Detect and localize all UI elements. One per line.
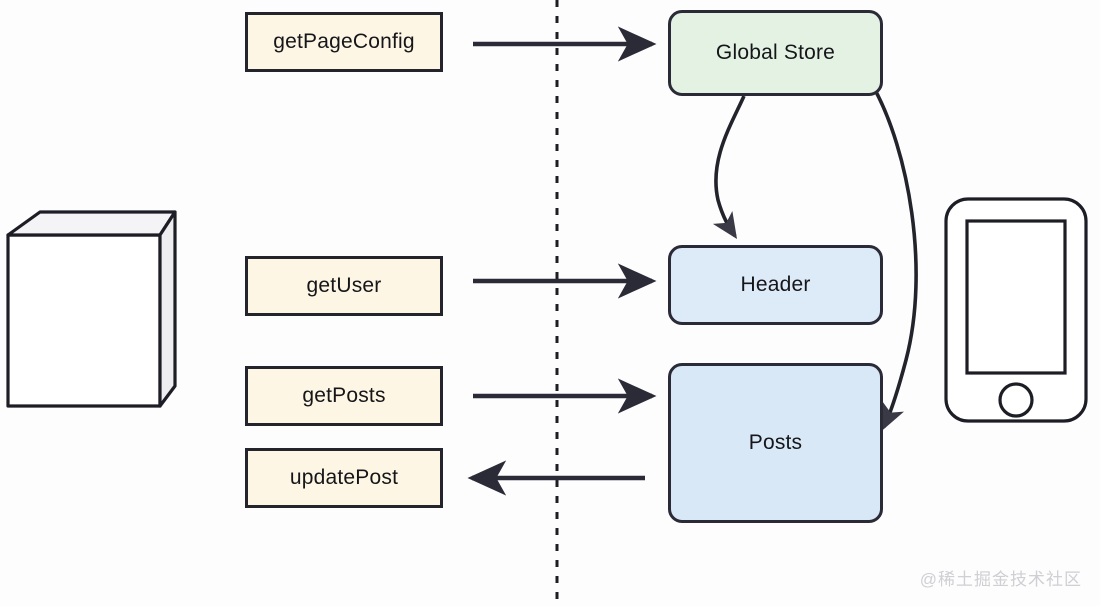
server-cube-icon	[6, 210, 177, 408]
api-box-getpageconfig[interactable]: getPageConfig	[245, 12, 443, 72]
component-label: Header	[740, 273, 811, 296]
mobile-phone-icon	[944, 197, 1088, 423]
component-header[interactable]: Header	[668, 245, 883, 325]
api-box-updatepost[interactable]: updatePost	[245, 448, 443, 508]
api-box-label: getPageConfig	[273, 30, 415, 53]
component-posts[interactable]: Posts	[668, 363, 883, 523]
component-global-store[interactable]: Global Store	[668, 10, 883, 96]
api-box-getposts[interactable]: getPosts	[245, 366, 443, 426]
component-label: Posts	[748, 431, 803, 454]
arrow-global-store-to-posts	[872, 87, 918, 431]
watermark: @稀土掘金技术社区	[919, 570, 1082, 589]
api-box-getuser[interactable]: getUser	[245, 256, 443, 316]
arrow-global-store-to-header	[712, 95, 746, 239]
component-label: Global Store	[715, 41, 836, 64]
api-box-label: updatePost	[289, 466, 399, 489]
api-box-label: getPosts	[302, 384, 386, 407]
api-box-label: getUser	[306, 274, 382, 297]
